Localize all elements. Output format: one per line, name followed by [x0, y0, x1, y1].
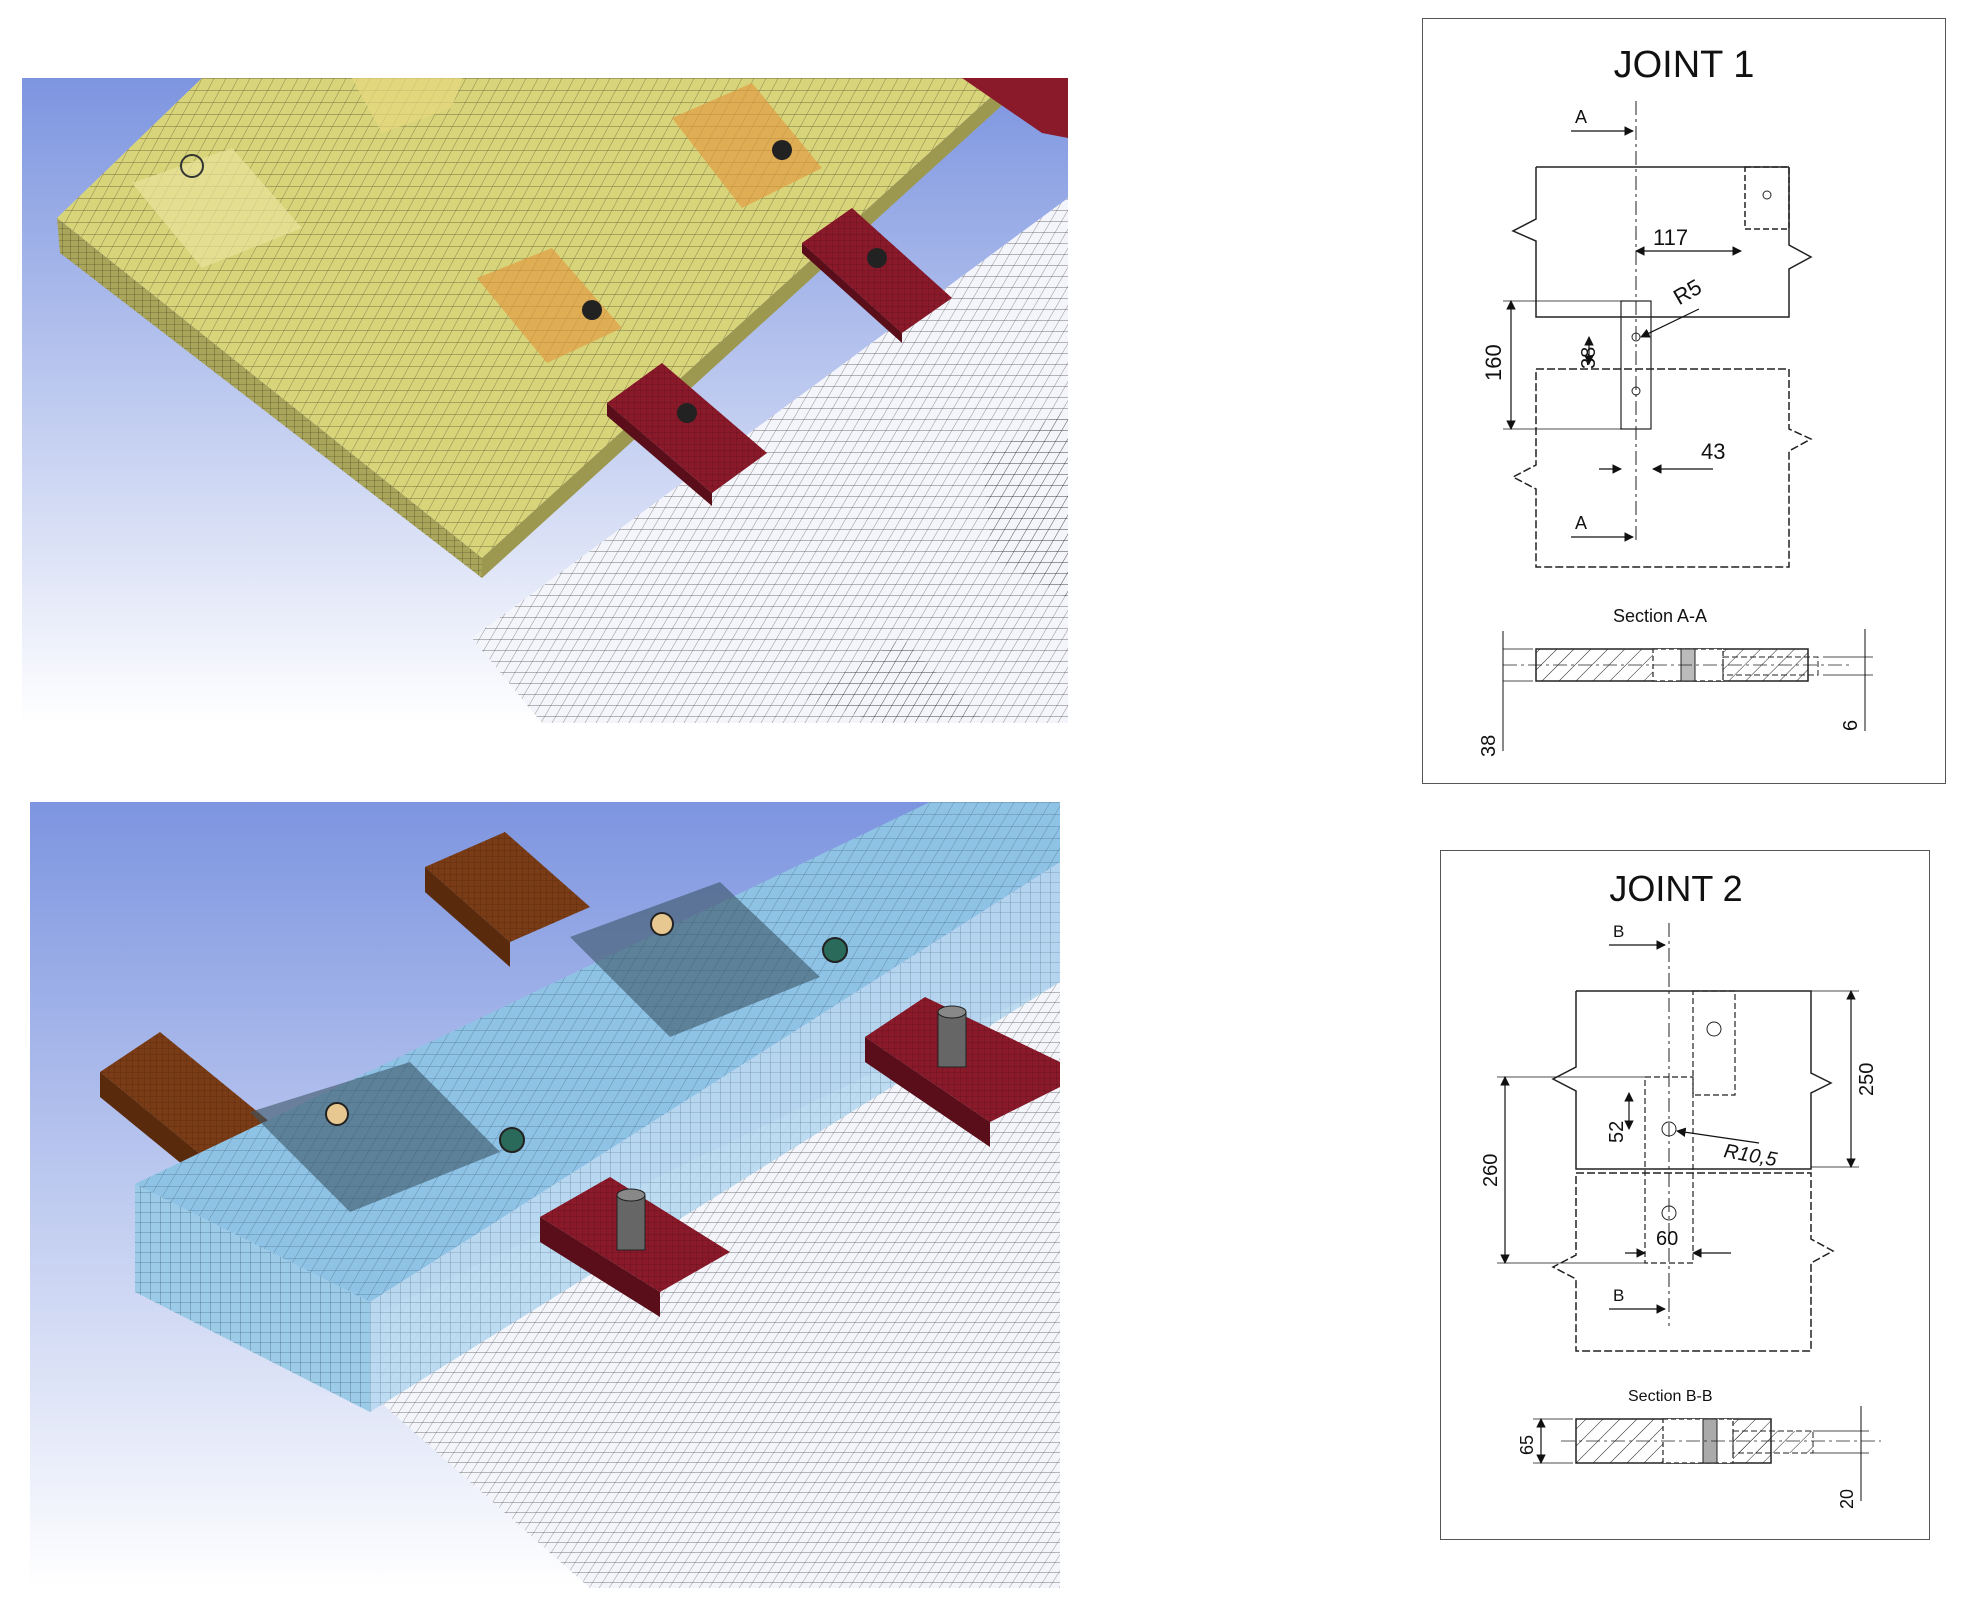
joint2-section-dim-right: 20 — [1837, 1489, 1857, 1509]
joint2-section-label-top: B — [1613, 922, 1624, 941]
joint2-dim-250: 250 — [1856, 1063, 1878, 1096]
joint2-mesh-render — [30, 802, 1060, 1588]
joint2-section-title: Section B-B — [1628, 1388, 1712, 1405]
joint1-dim-43: 43 — [1701, 439, 1725, 464]
joint1-section-label-bottom: A — [1575, 513, 1587, 533]
joint1-section-label-top: A — [1575, 107, 1587, 127]
joint2-section-label-bottom: B — [1613, 1286, 1624, 1305]
joint2-dim-260: 260 — [1480, 1154, 1502, 1187]
joint2-section-dim-left: 65 — [1517, 1435, 1537, 1455]
joint2-dim-r: R10,5 — [1722, 1140, 1779, 1171]
joint2-drawing: JOINT 2 B B 250 R10,5 260 52 — [1440, 850, 1930, 1540]
joint2-mesh-view — [30, 802, 1060, 1588]
joint1-dim-38: 38 — [1578, 347, 1600, 369]
joint1-title: JOINT 1 — [1614, 44, 1755, 86]
joint1-dim-r: R5 — [1669, 274, 1706, 310]
joint1-mesh-view — [22, 78, 1068, 723]
joint2-drawing-svg: JOINT 2 B B 250 R10,5 260 52 — [1480, 868, 1881, 1509]
joint2-dim-52: 52 — [1606, 1121, 1628, 1143]
joint2-title: JOINT 2 — [1609, 868, 1742, 909]
joint1-mesh-render — [22, 78, 1068, 723]
joint1-section-dim-right: 6 — [1840, 720, 1862, 731]
joint1-dim-160: 160 — [1481, 344, 1506, 381]
joint1-section-dim-left: 38 — [1478, 735, 1500, 757]
joint2-dim-60: 60 — [1656, 1228, 1678, 1250]
joint1-dim-117: 117 — [1653, 225, 1688, 250]
joint1-drawing-svg: JOINT 1 A A 117 R5 160 38 — [1478, 44, 1873, 757]
joint1-drawing: JOINT 1 A A 117 R5 160 38 — [1422, 18, 1946, 784]
joint1-section-title: Section A-A — [1613, 606, 1707, 626]
